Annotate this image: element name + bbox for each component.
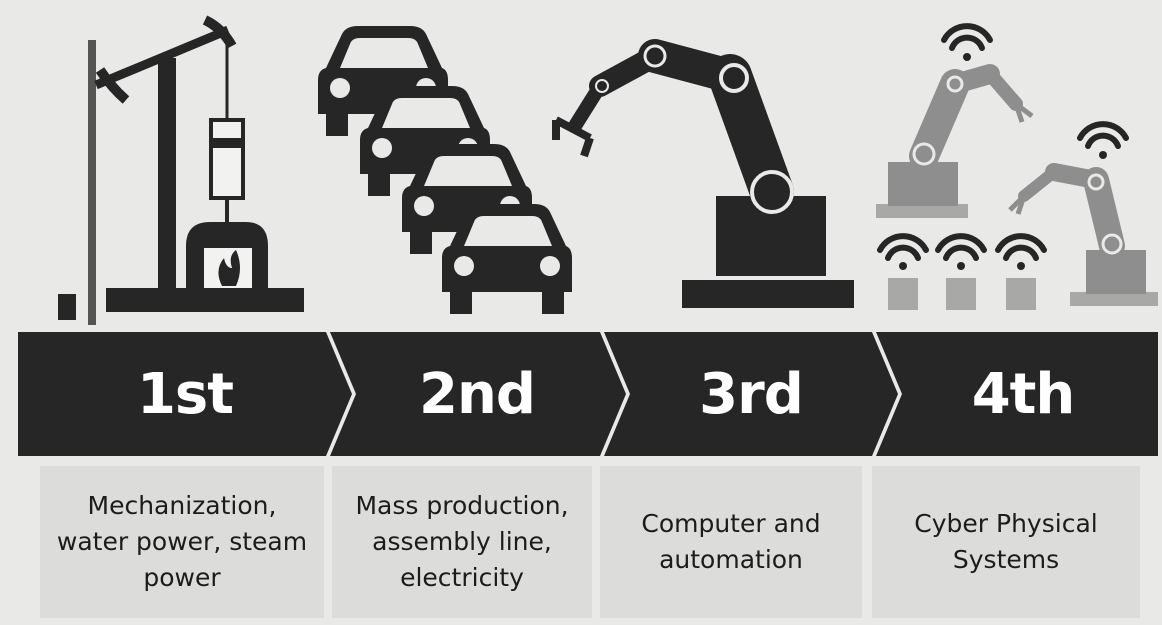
wifi-icon (995, 233, 1047, 270)
stage-2-chevron (330, 332, 626, 456)
stage-3-chevron (604, 332, 898, 456)
connected-robots-icon (876, 23, 1158, 310)
stage-1-description: Mechanization, water power, steam power (40, 466, 324, 618)
stage-4-label: 4th (971, 361, 1076, 427)
robotic-arm-icon (552, 39, 854, 308)
stage-4-description: Cyber Physical Systems (872, 466, 1140, 618)
illustrations (58, 15, 1158, 325)
steam-engine-icon (58, 15, 304, 325)
stage-band (18, 332, 1158, 456)
wifi-icon (935, 233, 987, 270)
wifi-icon (877, 233, 929, 270)
stage-3-description: Computer and automation (600, 466, 862, 618)
stage-3-label: 3rd (699, 361, 804, 427)
stage-2-label: 2nd (419, 361, 536, 427)
stage-1-chevron (18, 332, 352, 456)
car-assembly-icon (318, 26, 572, 314)
stage-2-description: Mass production, assembly line, electric… (332, 466, 592, 618)
wifi-icon (941, 23, 993, 61)
stage-1-label: 1st (136, 361, 234, 427)
wifi-icon (1077, 121, 1129, 159)
stage-4-chevron (876, 332, 1158, 456)
